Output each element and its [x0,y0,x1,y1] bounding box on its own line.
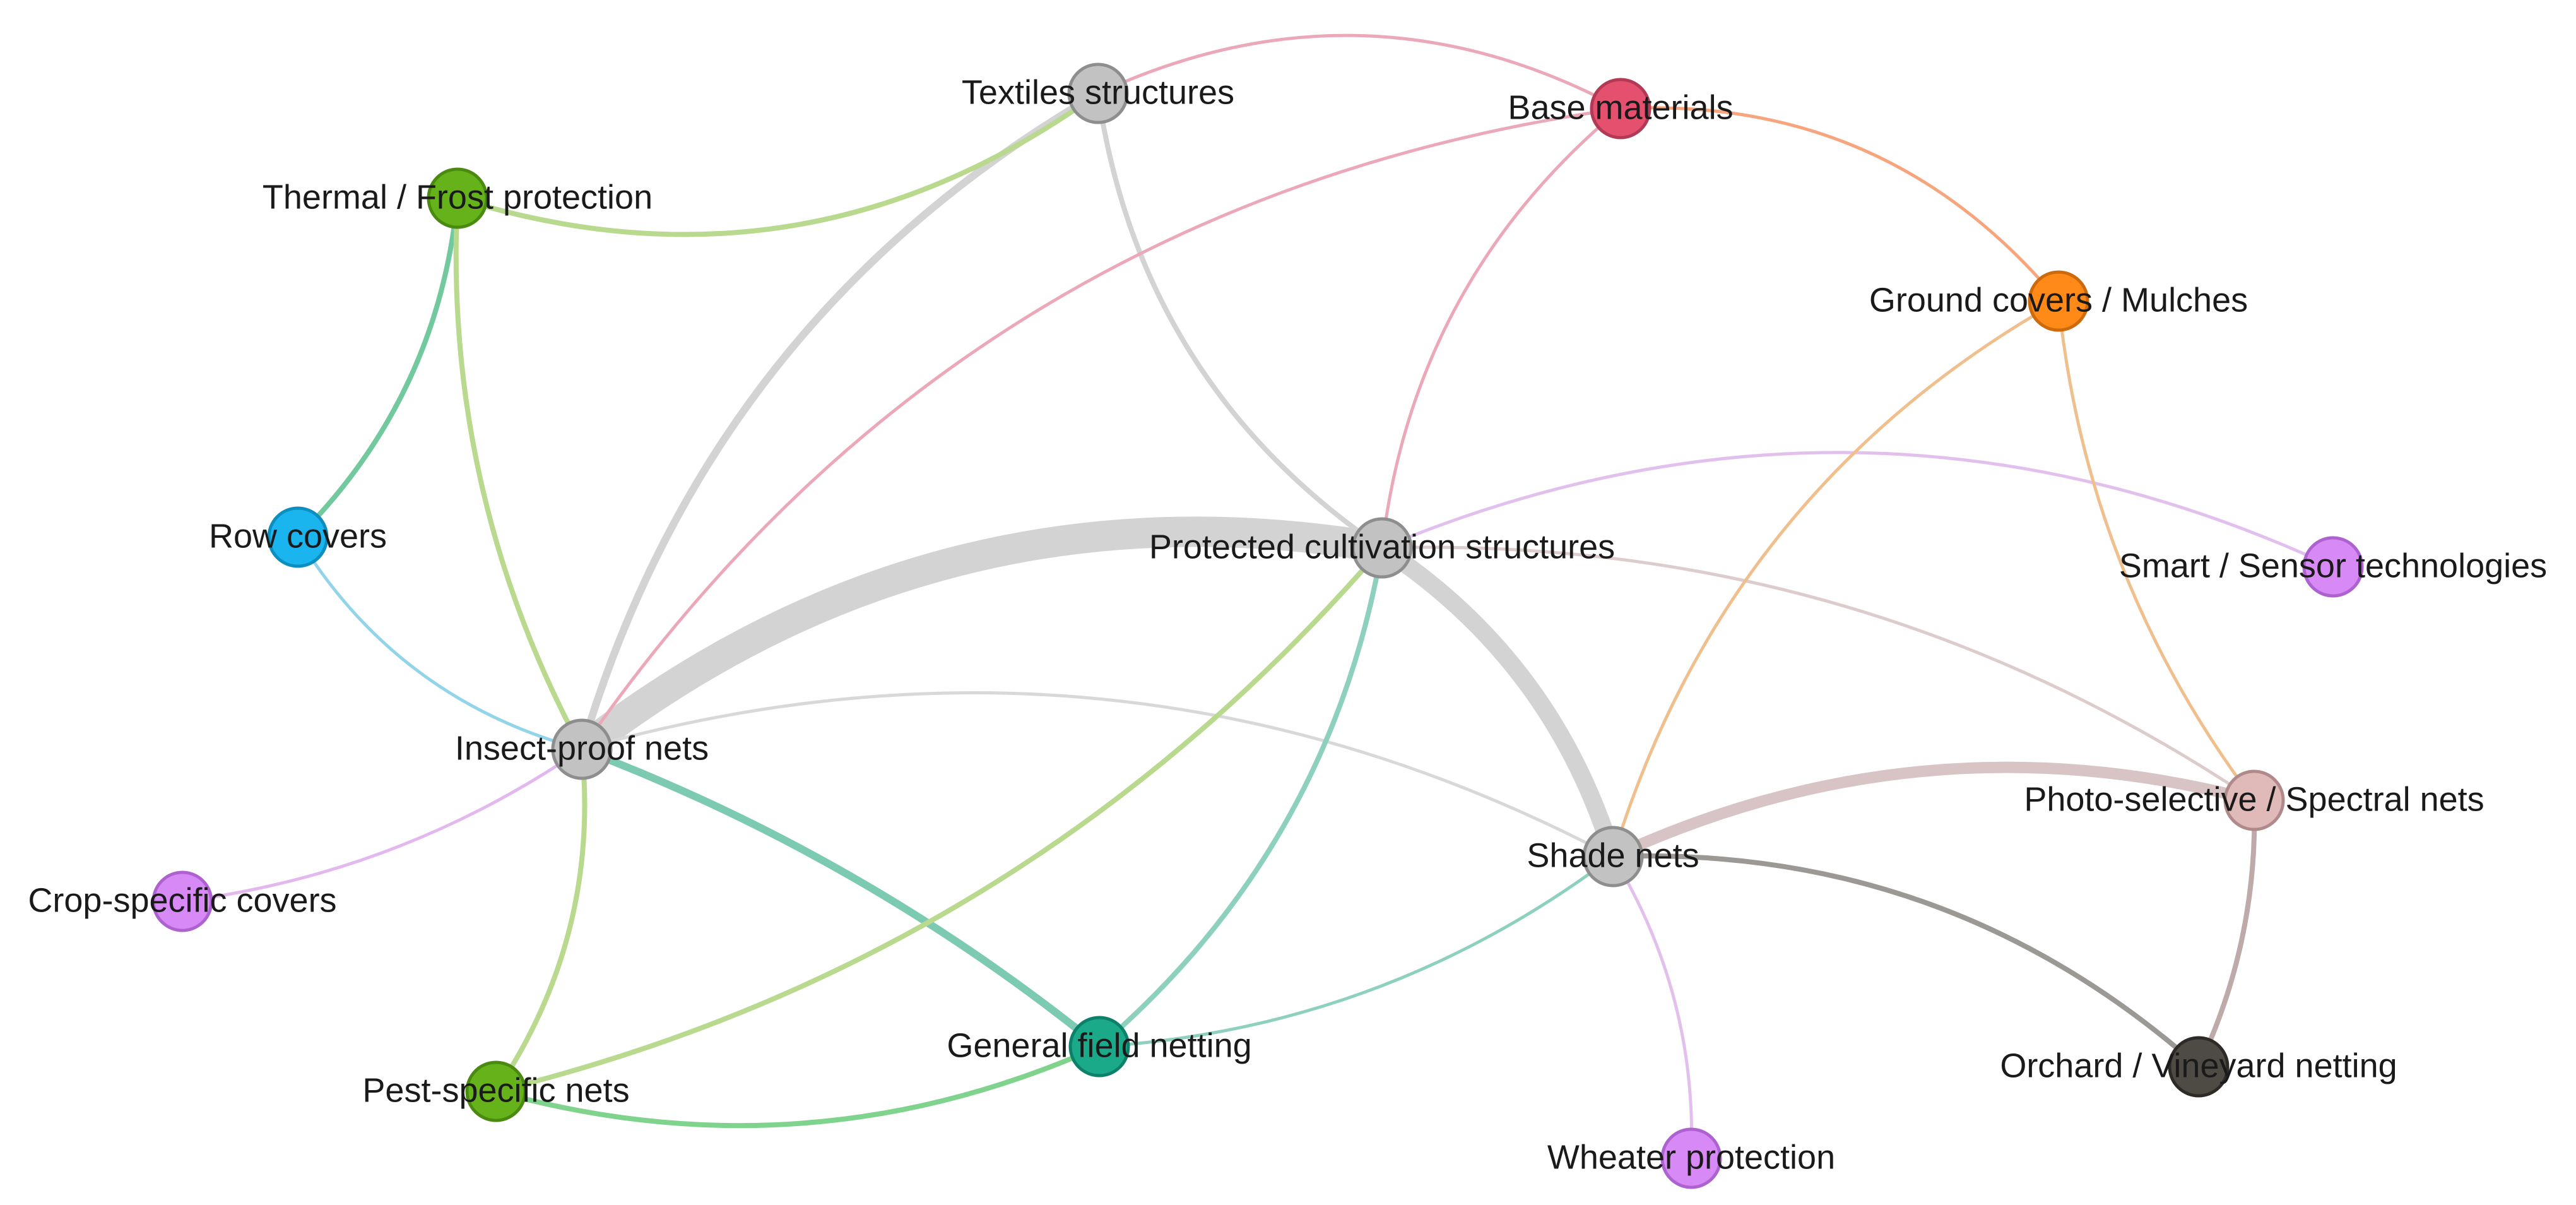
edge-row-insect [296,535,584,751]
edge-textiles-base [1096,33,1622,110]
edge-pcs-general [1097,545,1385,1049]
edge-pcs-pest [493,545,1385,1094]
node-label-general: General field netting [947,1026,1251,1064]
node-label-smart: Smart / Sensor technologies [2119,547,2547,585]
node-label-insect: Insect-proof nets [455,729,709,767]
node-pest[interactable] [465,1060,527,1122]
edge-ground-photo [2057,299,2256,802]
node-label-crop: Crop-specific covers [28,881,336,919]
node-label-row: Row covers [209,517,387,555]
node-label-orchard: Orchard / Vineyard netting [2000,1047,2397,1084]
edge-pcs-photo [1380,545,2256,802]
edge-insect-textiles [578,90,1102,753]
edge-pest-general [493,1044,1102,1129]
labels-layer: Textiles structures Base materialsThermal… [28,73,2547,1176]
node-textiles[interactable] [1067,62,1129,124]
edge-insect-general [578,745,1103,1050]
edge-thermal-insect [453,196,584,752]
edge-base-pcs [1380,107,1622,550]
node-label-weather: Wheater protection [1547,1138,1835,1176]
node-pcs[interactable] [1351,517,1413,579]
edge-photo-orchard [2196,798,2257,1069]
node-base[interactable] [1590,78,1651,139]
node-ground[interactable] [2028,270,2089,332]
edge-insect-crop [180,747,584,903]
edges-layer [180,33,2335,1160]
node-weather[interactable] [1660,1127,1722,1189]
node-thermal[interactable] [427,167,488,229]
edge-pcs-shade [1373,539,1622,865]
node-photo[interactable] [2223,769,2285,831]
node-label-pest: Pest-specific nets [362,1071,629,1109]
nodes-layer [151,62,2364,1189]
edge-insect-pest [493,747,588,1094]
edge-shade-general [1097,855,1615,1048]
node-label-base: Base materials [1508,88,1733,126]
edge-base-ground [1619,106,2060,303]
edge-shade-photo [1607,761,2260,862]
edge-pcs-smart [1380,451,2335,569]
node-crop[interactable] [151,870,213,932]
node-shade[interactable] [1582,826,1644,887]
node-general[interactable] [1068,1016,1130,1077]
node-label-ground: Ground covers / Mulches [1869,281,2248,319]
edge-thermal-row [295,196,460,540]
node-label-shade: Shade nets [1527,836,1699,874]
edge-shade-weather [1611,855,1694,1160]
edge-textiles-pcs [1096,91,1385,550]
node-row[interactable] [267,506,329,568]
node-orchard[interactable] [2168,1036,2230,1098]
edge-shade-orchard [1610,853,2201,1069]
node-label-pcs: Protected cultivation structures [1149,528,1615,566]
node-label-textiles: Textiles structures [962,73,1234,111]
node-insect[interactable] [551,718,613,780]
edge-ground-shade [1611,299,2060,858]
node-label-thermal: Thermal / Frost protection [263,178,653,216]
edge-insect-shade [580,691,1615,858]
edge-insect-pcs [567,516,1397,764]
edge-textiles-thermal [455,91,1101,237]
node-label-photo: Photo-selective / Spectral nets [2024,780,2484,818]
node-smart[interactable] [2302,536,2364,598]
edge-base-insect [580,107,1622,751]
